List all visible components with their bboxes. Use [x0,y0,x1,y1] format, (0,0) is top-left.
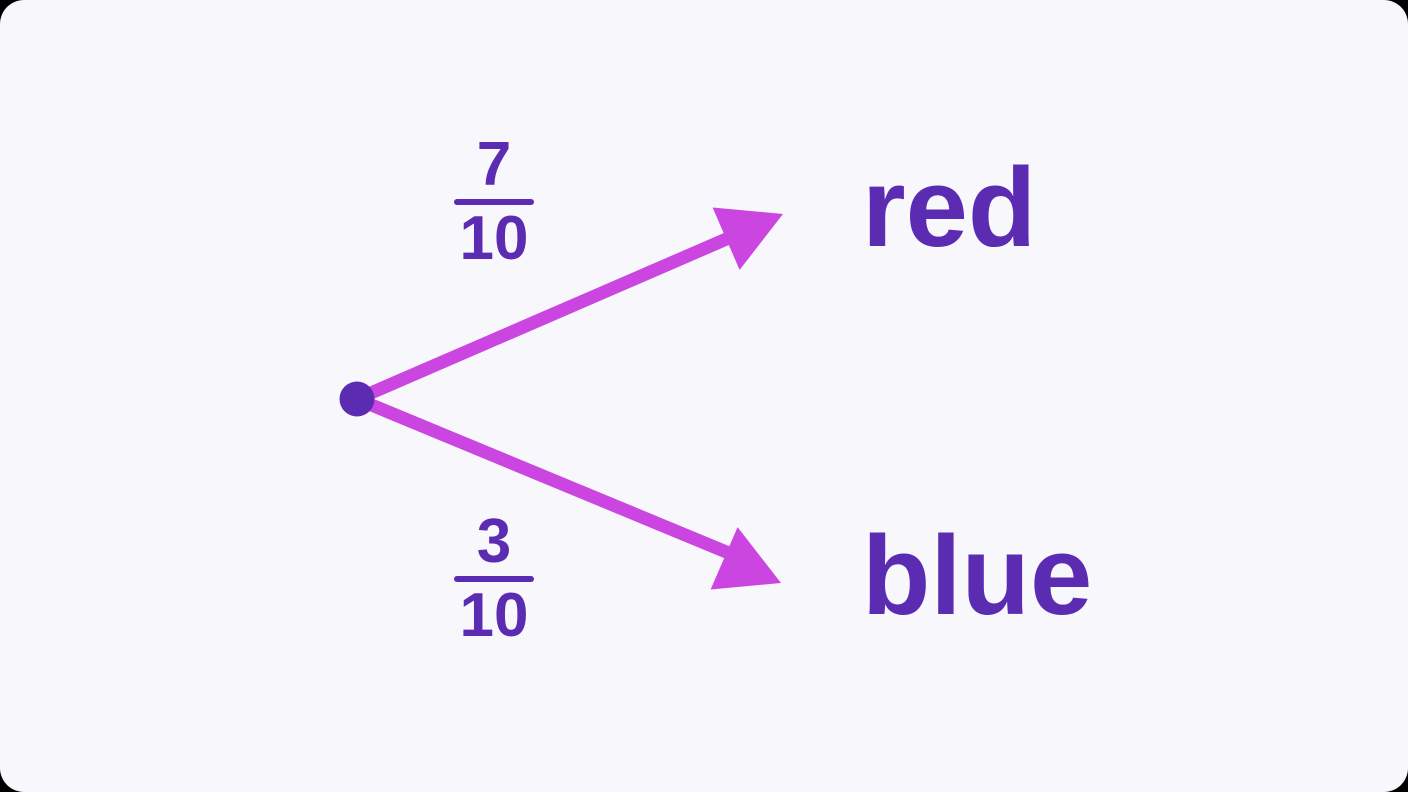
numerator-top: 7 [476,130,512,199]
root-node-dot [339,381,375,417]
fraction-bar-bottom [454,576,534,582]
probability-label-bottom: 3 10 [444,511,544,647]
outcome-label-red: red [862,145,1037,270]
denominator-bottom: 10 [459,581,529,650]
fraction-bar-top [454,199,534,205]
numerator-bottom: 3 [476,507,512,576]
probability-label-top: 7 10 [444,134,544,270]
arrowhead-top-icon [712,207,783,270]
branch-line-bottom [354,392,739,563]
denominator-top: 10 [459,204,529,273]
outcome-label-blue: blue [862,513,1093,638]
branch-line-top [354,228,741,405]
arrowhead-bottom-icon [710,527,781,590]
